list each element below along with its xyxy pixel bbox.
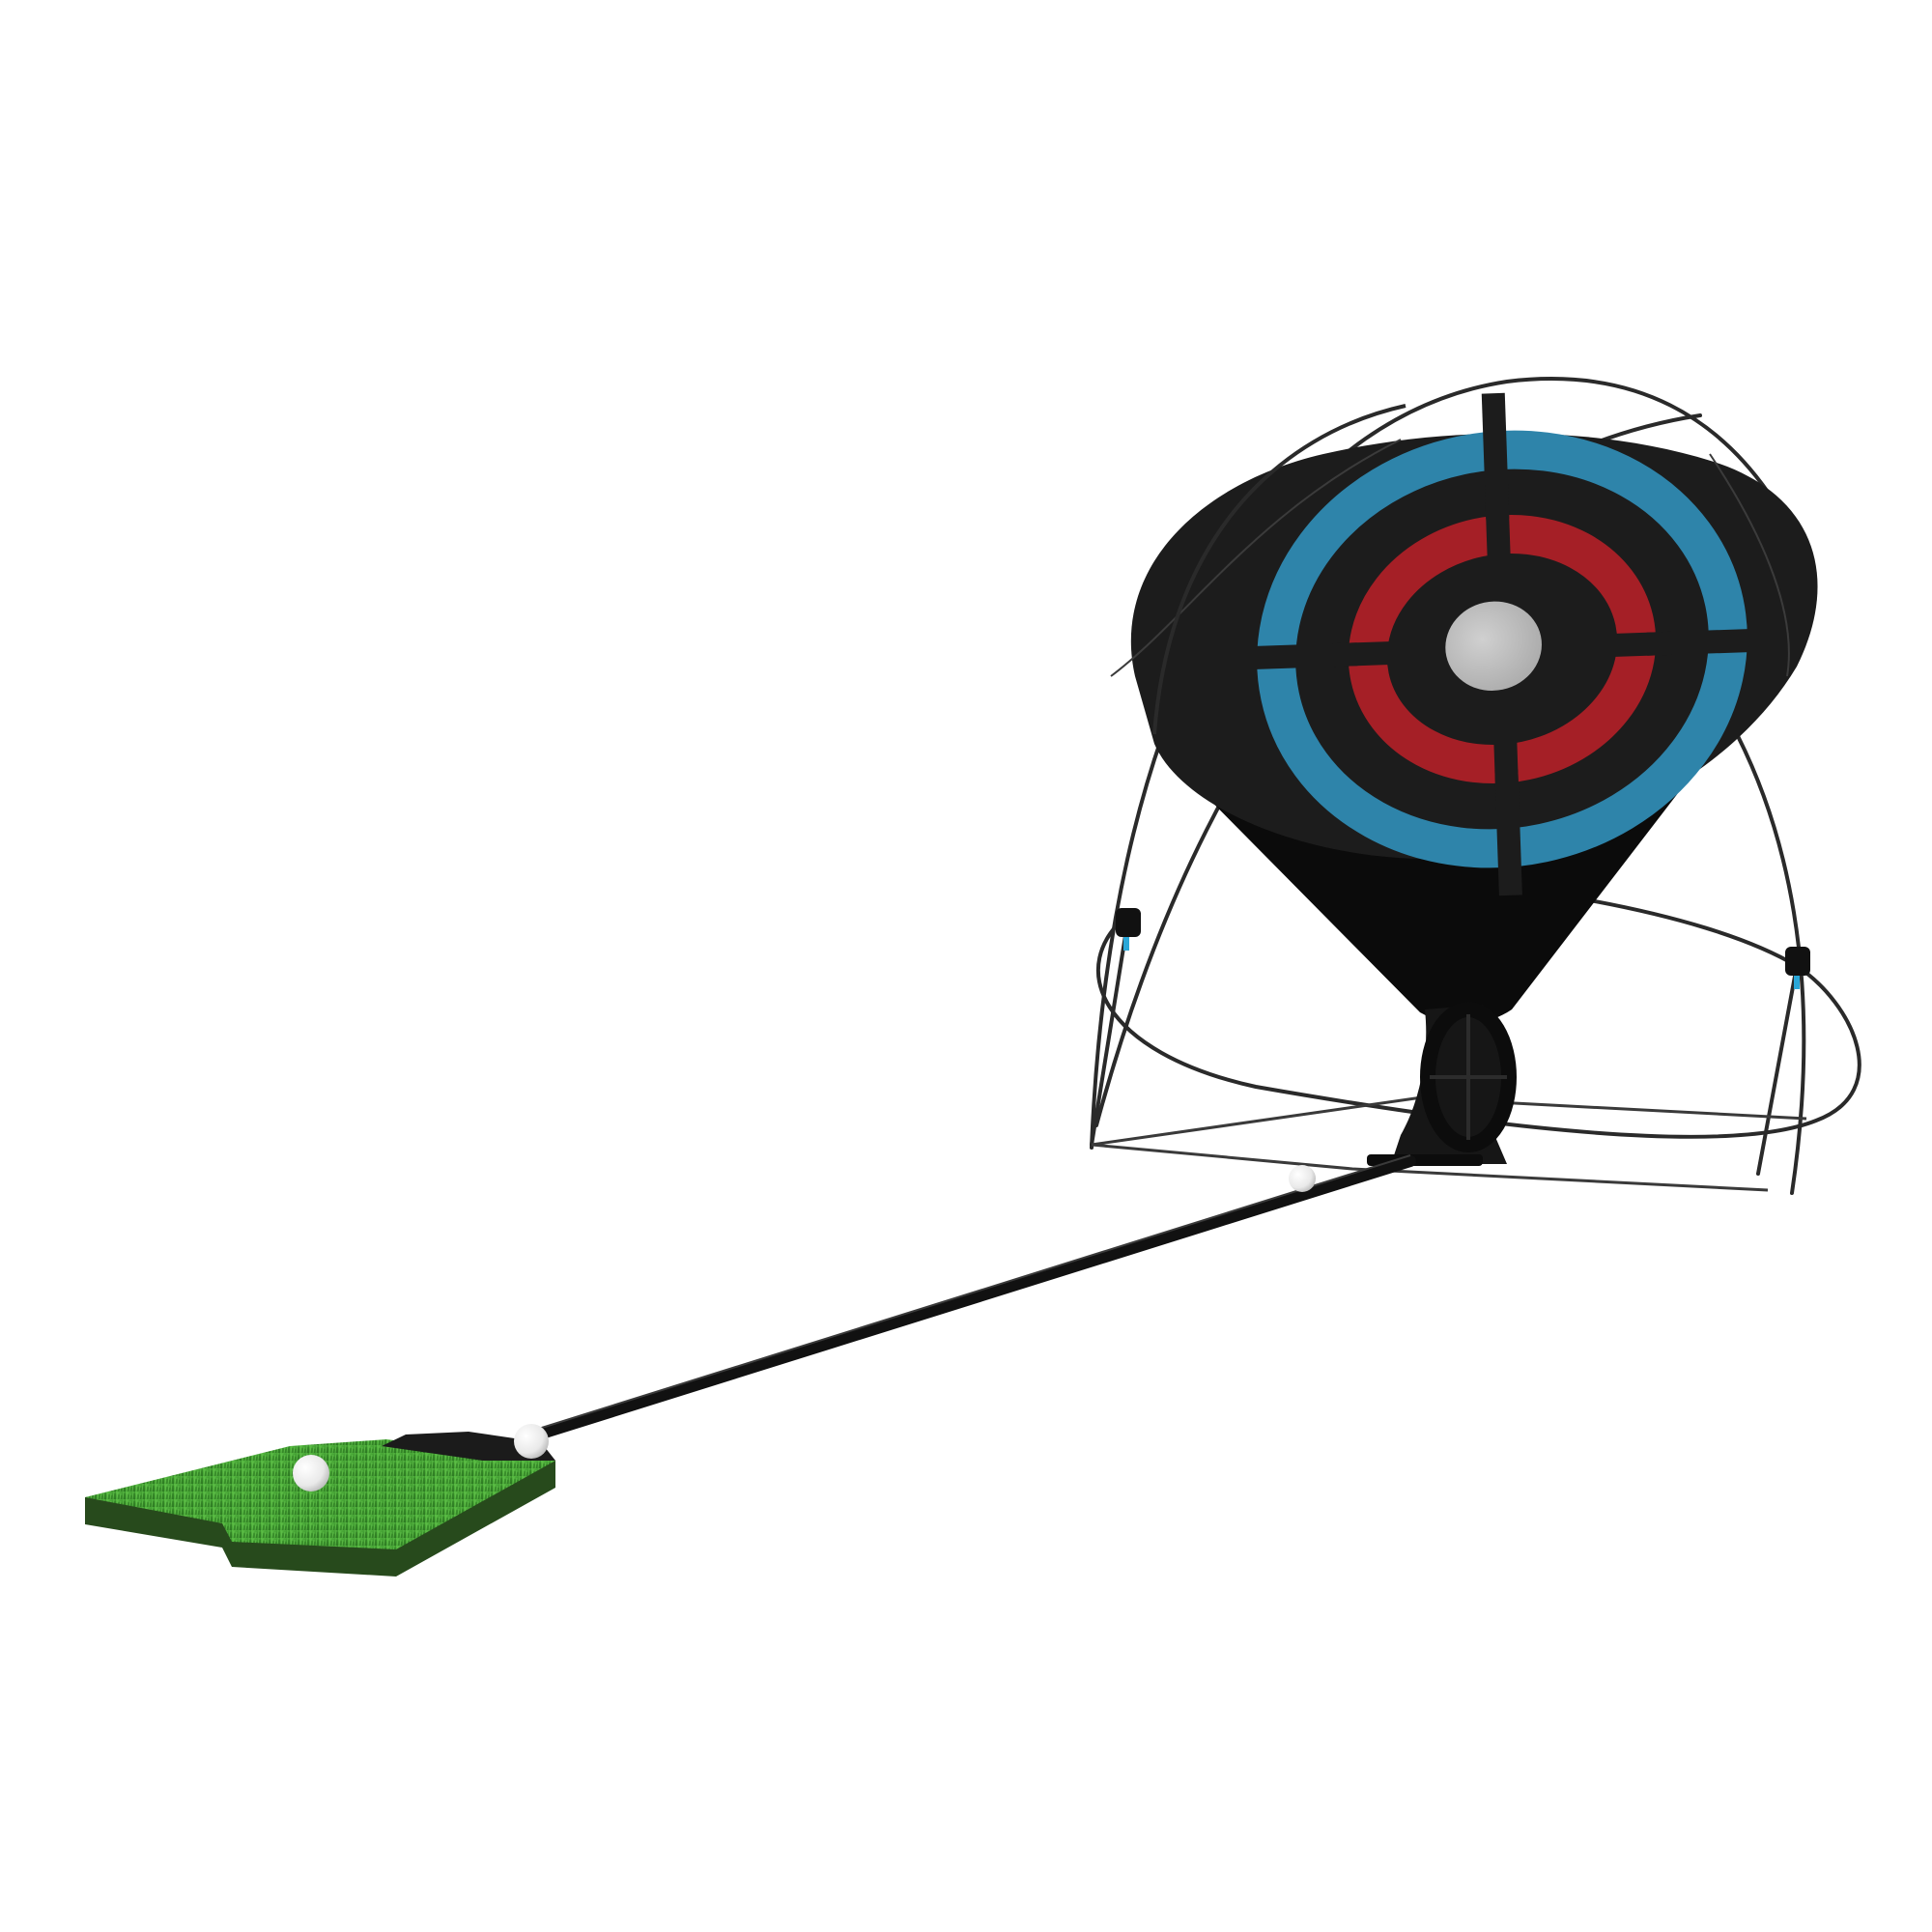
turf-surface	[85, 1439, 555, 1549]
target-icon	[1231, 392, 1774, 896]
net-seam-right	[1709, 453, 1790, 677]
base-line-front	[1091, 1143, 1769, 1192]
right-connector	[1785, 947, 1810, 989]
golf-ball-on-rail-end	[514, 1424, 549, 1459]
base-line-left	[1091, 1092, 1450, 1147]
target-outer-ring	[1257, 430, 1747, 868]
left-connector	[1116, 908, 1141, 951]
hitting-plate	[382, 1432, 555, 1461]
turf-mat-icon	[85, 1432, 555, 1577]
frame-hoop	[1095, 872, 1861, 1139]
frame-right-post	[1756, 964, 1799, 1176]
golf-ball-near-net	[1289, 1165, 1316, 1192]
frame-left-post	[1090, 916, 1130, 1147]
base-line-back	[1477, 1099, 1807, 1121]
net-seam-left	[1110, 439, 1402, 677]
net-base-lines	[1091, 1092, 1807, 1192]
target-inner-ring	[1348, 514, 1657, 784]
golf-ball-icon	[293, 1165, 1316, 1492]
target-ring-gaps	[1231, 392, 1774, 896]
golf-ball-on-turf	[293, 1455, 329, 1492]
ball-return-rail-icon	[524, 1154, 1416, 1443]
net-base-clamp	[1367, 1002, 1517, 1166]
frame-arch-front	[1152, 404, 1406, 735]
target-bullseye	[1445, 601, 1542, 691]
